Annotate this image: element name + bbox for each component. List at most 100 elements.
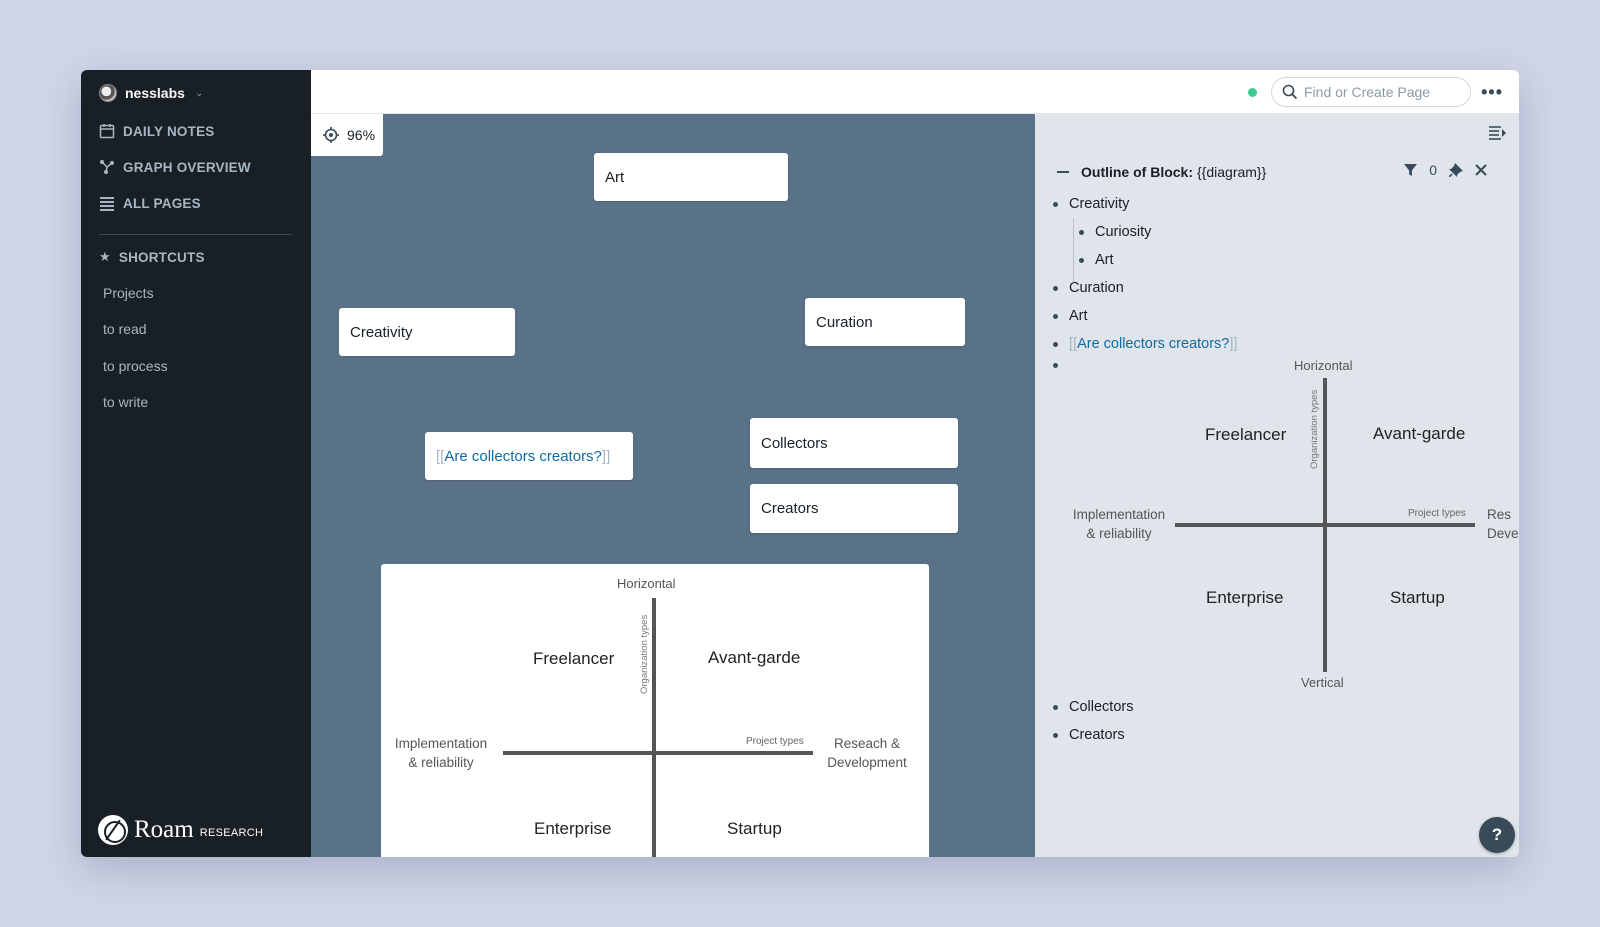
quadrant-avant-garde: Avant-garde <box>708 648 801 667</box>
link-bracket-open: [[ <box>1069 336 1078 352</box>
bullet[interactable] <box>1053 732 1058 738</box>
bullet[interactable] <box>1053 704 1058 710</box>
outline-diagram[interactable]: Horizontal Organization types Project ty… <box>1053 353 1519 693</box>
outline-diagram-horizontal-axis <box>1175 523 1475 527</box>
zoom-level: 96% <box>347 127 376 143</box>
sync-status-dot <box>1248 88 1257 97</box>
outline-item-art[interactable]: Art <box>1053 308 1088 324</box>
outline-item-label: Collectors <box>1069 699 1134 715</box>
sidebar-toggle-icon[interactable] <box>1489 126 1507 140</box>
roam-logo-sub: RESEARCH <box>199 827 264 839</box>
help-button[interactable]: ? <box>1479 817 1515 853</box>
outline-diagram-left-line2: & reliability <box>1086 526 1152 541</box>
bullet[interactable] <box>1053 363 1058 368</box>
nav-all-pages[interactable]: ALL PAGES <box>99 195 201 211</box>
outline-item-diagram[interactable] <box>1053 363 1058 368</box>
outline-quadrant-startup: Startup <box>1390 588 1445 607</box>
outline-item-curation[interactable]: Curation <box>1053 280 1124 296</box>
right-sidebar: Outline of Block: {{diagram}} 0 Creativi… <box>1035 114 1519 857</box>
outline-item-creators[interactable]: Creators <box>1053 727 1125 743</box>
node-curation-label: Curation <box>816 313 873 331</box>
outline-diagram-right-line2: Deve <box>1487 526 1519 541</box>
search-icon <box>1282 84 1298 100</box>
bullet[interactable] <box>1053 341 1058 347</box>
outline-item-label: Creators <box>1069 727 1125 743</box>
diagram-left-line2: & reliability <box>408 755 474 770</box>
filter-count: 0 <box>1429 162 1437 178</box>
outline-item-creativity[interactable]: Creativity <box>1053 196 1129 212</box>
outline-item-label: Art <box>1069 308 1088 324</box>
diagram-right-line2: Development <box>827 755 907 770</box>
close-icon[interactable] <box>1475 164 1487 176</box>
nav-daily-notes-label: DAILY NOTES <box>123 123 215 139</box>
app-window: nesslabs ⌄ DAILY NOTES GRAPH OVERVIEW AL… <box>81 70 1519 857</box>
zoom-control[interactable]: 96% <box>311 114 383 156</box>
bullet[interactable] <box>1053 285 1058 291</box>
diagram-horizontal-axis <box>503 751 813 755</box>
bullet[interactable] <box>1053 201 1058 207</box>
left-sidebar: nesslabs ⌄ DAILY NOTES GRAPH OVERVIEW AL… <box>81 70 311 857</box>
node-creativity-label: Creativity <box>350 323 413 341</box>
outline-item-curiosity[interactable]: Curiosity <box>1079 224 1151 240</box>
diagram-right-label: Reseach & Development <box>817 734 917 772</box>
graph-name: nesslabs <box>125 85 185 101</box>
shortcut-projects[interactable]: Projects <box>103 285 154 301</box>
node-collectors-label: Collectors <box>761 434 828 452</box>
outline-block-ref: {{diagram}} <box>1197 164 1267 180</box>
shortcuts-header: ★ SHORTCUTS <box>99 249 205 265</box>
outline-title: Outline of Block: <box>1081 164 1193 180</box>
outline-item-question[interactable]: [[Are collectors creators?]] <box>1053 336 1237 352</box>
quadrant-freelancer: Freelancer <box>533 649 615 668</box>
search-box[interactable] <box>1271 77 1471 107</box>
node-diagram[interactable]: Horizontal Organization types Project ty… <box>381 564 929 857</box>
top-bar: ••• <box>311 70 1519 114</box>
whiteboard-canvas[interactable]: 96% Art Creativity Curation [[Are collec… <box>311 114 1035 857</box>
bullet[interactable] <box>1079 257 1084 263</box>
outline-question-link[interactable]: Are collectors creators? <box>1077 336 1230 352</box>
graph-switcher[interactable]: nesslabs ⌄ <box>99 84 203 102</box>
collapse-icon[interactable] <box>1057 171 1069 173</box>
bullet[interactable] <box>1053 313 1058 319</box>
nav-graph-overview-label: GRAPH OVERVIEW <box>123 159 251 175</box>
diagram-left-line1: Implementation <box>394 736 488 751</box>
outline-item-label: Curiosity <box>1095 224 1152 240</box>
node-curation[interactable]: Curation <box>805 298 965 346</box>
node-art[interactable]: Art <box>594 153 788 201</box>
link-bracket-close: ]] <box>1229 336 1238 352</box>
node-creators[interactable]: Creators <box>750 484 958 533</box>
shortcut-to-read[interactable]: to read <box>103 321 147 337</box>
outline-quadrant-freelancer: Freelancer <box>1205 425 1287 444</box>
pin-icon[interactable] <box>1449 163 1463 177</box>
nav-all-pages-label: ALL PAGES <box>123 195 201 211</box>
diagram-vertical-axis-label: Organization types <box>639 614 650 694</box>
outline-diagram-vertical-axis-label: Organization types <box>1309 389 1320 469</box>
search-input[interactable] <box>1304 84 1464 100</box>
node-question-link[interactable]: Are collectors creators? <box>444 447 602 465</box>
outline-item-collectors[interactable]: Collectors <box>1053 699 1133 715</box>
graph-icon <box>100 160 114 174</box>
outline-diagram-right-label: Res Deve <box>1487 505 1519 543</box>
graph-avatar <box>99 84 117 102</box>
outline-item-label: Curation <box>1069 280 1124 296</box>
outline-item-art-child[interactable]: Art <box>1079 252 1114 268</box>
roam-logo: Roam RESEARCH <box>98 815 263 845</box>
nav-daily-notes[interactable]: DAILY NOTES <box>99 123 214 139</box>
shortcut-to-process[interactable]: to process <box>103 358 168 374</box>
outline-diagram-bottom: Vertical <box>1301 675 1344 690</box>
filter-icon[interactable] <box>1404 163 1418 177</box>
link-bracket-close: ]] <box>601 447 611 465</box>
bullet[interactable] <box>1079 229 1084 235</box>
outline-quadrant-avant-garde: Avant-garde <box>1373 424 1466 443</box>
outline-diagram-top: Horizontal <box>1294 358 1353 373</box>
shortcuts-label: SHORTCUTS <box>118 249 205 265</box>
shortcut-to-write[interactable]: to write <box>103 394 149 410</box>
node-creativity[interactable]: Creativity <box>339 308 515 356</box>
nav-graph-overview[interactable]: GRAPH OVERVIEW <box>99 159 251 175</box>
node-collectors[interactable]: Collectors <box>750 418 958 468</box>
node-art-label: Art <box>605 168 625 186</box>
recenter-icon <box>323 127 339 143</box>
node-question[interactable]: [[Are collectors creators?]] <box>425 432 633 480</box>
roam-logo-word: Roam <box>134 816 194 843</box>
outline-quadrant-enterprise: Enterprise <box>1206 588 1284 607</box>
more-options-icon[interactable]: ••• <box>1481 82 1503 102</box>
